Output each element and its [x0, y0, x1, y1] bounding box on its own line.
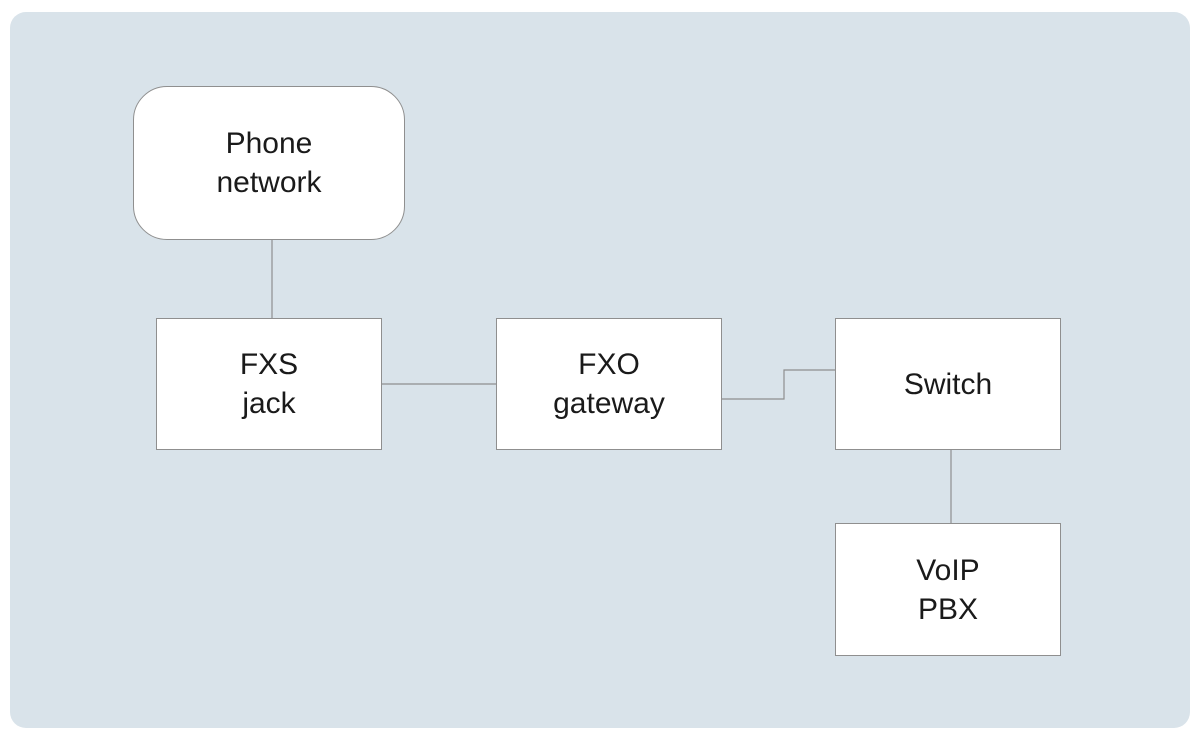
connector-fxo-gateway-switch: [721, 369, 836, 400]
voip-pbx-node: VoIP PBX: [835, 523, 1061, 656]
switch-label: Switch: [903, 367, 993, 401]
fxs-jack-node: FXS jack: [156, 318, 382, 450]
voip-pbx-label: VoIP PBX: [916, 553, 980, 626]
switch-node: Switch: [835, 318, 1061, 450]
phone-network-label: Phone network: [216, 127, 322, 199]
fxo-gateway-node: FXO gateway: [496, 318, 722, 450]
fxo-gateway-label: FXO gateway: [553, 348, 665, 420]
phone-network-node: Phone network: [133, 86, 405, 240]
fxs-jack-label: FXS jack: [239, 348, 299, 420]
